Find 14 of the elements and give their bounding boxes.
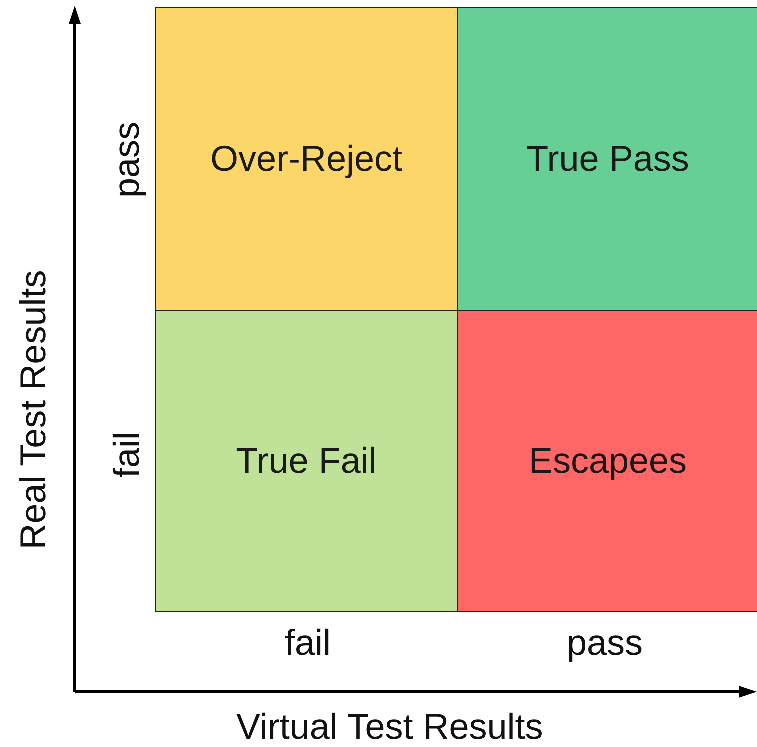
quadrant-label: Escapees — [528, 440, 688, 482]
quadrant-label: Over-Reject — [210, 138, 403, 180]
axis-tick-label: pass — [109, 122, 146, 198]
quadrant-label: True Fail — [236, 440, 377, 482]
axis-tick-label: fail — [109, 432, 146, 478]
quadrant-box — [155, 310, 458, 612]
axis-title: Real Test Results — [15, 270, 52, 550]
quadrant-label: True Pass — [526, 138, 690, 180]
quadrant-box — [457, 310, 757, 612]
axis-tick-label: pass — [567, 625, 644, 661]
quadrant-box — [457, 7, 757, 311]
axis-tick-label: fail — [285, 625, 332, 661]
quadrant-box — [155, 7, 458, 311]
axis-title: Virtual Test Results — [236, 709, 544, 745]
